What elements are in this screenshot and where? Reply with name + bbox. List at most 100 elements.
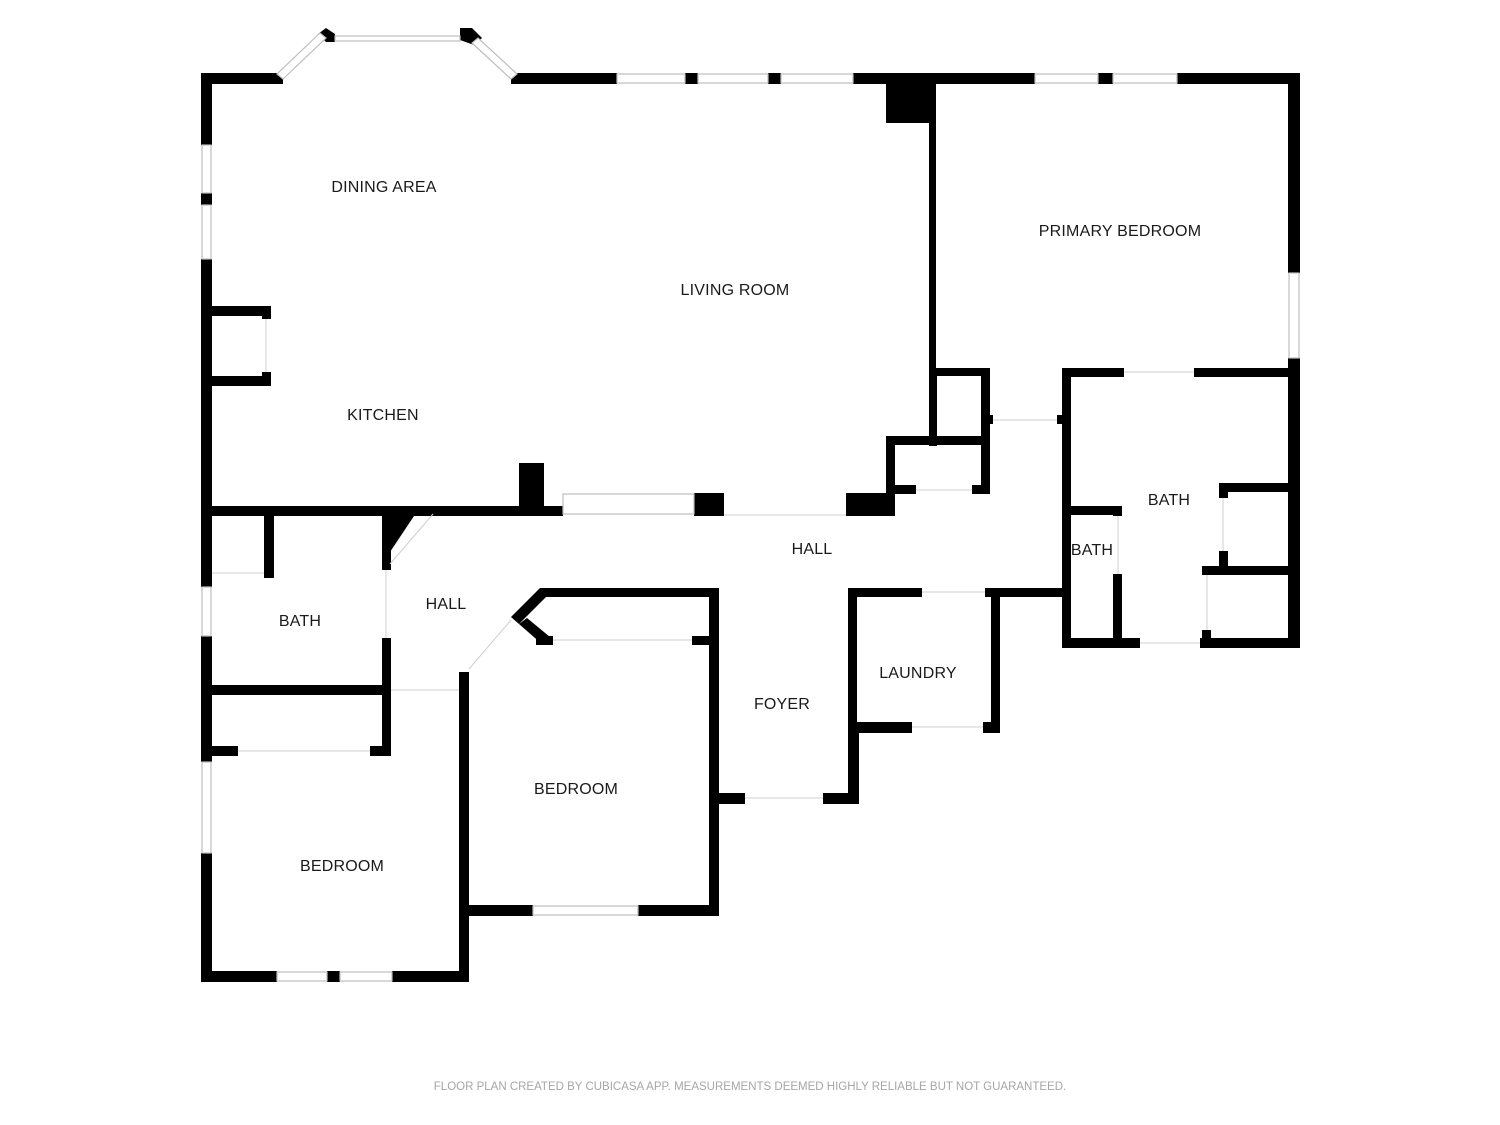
wall [201, 685, 391, 695]
wall [848, 588, 857, 722]
openings [212, 319, 1224, 799]
wall [536, 636, 553, 645]
room-label-living-room: LIVING ROOM [680, 282, 790, 299]
room-label-hall-west: HALL [425, 596, 467, 613]
wall [201, 73, 212, 145]
wall [991, 588, 1000, 733]
wall [370, 746, 391, 756]
opening [389, 513, 434, 565]
wall [459, 672, 469, 982]
wall [985, 588, 1067, 597]
wall [1062, 638, 1140, 648]
window [1112, 73, 1178, 84]
room-label-dining-area: DINING AREA [331, 179, 437, 196]
wall [709, 588, 719, 916]
opening [468, 619, 512, 670]
wall [929, 81, 936, 375]
wall [768, 73, 781, 84]
wall [972, 485, 990, 494]
window [532, 905, 639, 916]
wall [201, 746, 238, 756]
wall [201, 73, 283, 84]
wall [853, 73, 1035, 84]
wall [392, 971, 469, 982]
room-label-laundry: LAUNDRY [879, 665, 957, 682]
wall [382, 510, 418, 564]
wall [511, 73, 617, 84]
wall [264, 514, 274, 578]
wall [638, 905, 719, 916]
wall [846, 493, 895, 516]
wall [459, 905, 533, 916]
wall [1219, 483, 1300, 492]
wall [201, 193, 212, 205]
wall [262, 372, 271, 386]
room-label-bath-primary: BATH [1147, 492, 1191, 509]
wall [1200, 638, 1300, 648]
wall [981, 368, 990, 494]
window [339, 971, 393, 982]
room-label-hall-main: HALL [791, 541, 833, 558]
wall [981, 415, 993, 424]
window [201, 586, 212, 637]
window [471, 37, 518, 80]
wall [1098, 73, 1113, 84]
wall [685, 73, 698, 84]
wall [848, 722, 912, 733]
wall [1194, 368, 1300, 377]
wall [1202, 566, 1300, 575]
wall [1113, 506, 1122, 516]
wall [262, 306, 271, 319]
window [697, 73, 769, 84]
wall [848, 722, 859, 804]
room-label-bath-west: BATH [278, 613, 322, 630]
wall [519, 463, 544, 516]
wall [886, 81, 935, 123]
window [334, 35, 461, 42]
wall [692, 636, 719, 645]
wall [1177, 73, 1300, 84]
wall [1288, 358, 1300, 648]
wall [201, 636, 212, 762]
window [276, 971, 328, 982]
wall [201, 853, 212, 982]
wall [1113, 574, 1122, 648]
wall [1202, 630, 1211, 648]
wall [694, 493, 724, 516]
wall [511, 588, 548, 624]
wall [201, 306, 271, 316]
wall [886, 436, 990, 445]
wall [983, 722, 1000, 733]
room-label-kitchen: KITCHEN [347, 407, 419, 424]
wall [1219, 483, 1228, 498]
wall [709, 793, 745, 804]
room-label-primary-bedroom: PRIMARY BEDROOM [1038, 223, 1202, 240]
room-label-bath-small: BATH [1070, 542, 1114, 559]
room-label-bedroom-west: BEDROOM [299, 858, 385, 875]
window [276, 32, 327, 80]
wall [929, 368, 989, 376]
window [201, 204, 212, 260]
wall [201, 971, 277, 982]
wall [848, 588, 922, 597]
wall [1062, 368, 1124, 377]
wall [327, 971, 340, 982]
wall [1288, 73, 1300, 273]
windows [201, 32, 1300, 982]
window [1288, 272, 1300, 359]
wall [1062, 506, 1122, 515]
wall [201, 376, 271, 386]
wall [823, 793, 859, 804]
wall [1202, 566, 1211, 575]
wall [382, 638, 391, 756]
wall [201, 259, 212, 587]
walls [201, 28, 1300, 982]
window [201, 144, 212, 194]
window [1034, 73, 1099, 84]
window [780, 73, 854, 84]
wall [886, 436, 895, 494]
wall [929, 368, 937, 446]
wall [886, 485, 916, 494]
room-label-foyer: FOYER [753, 696, 811, 713]
